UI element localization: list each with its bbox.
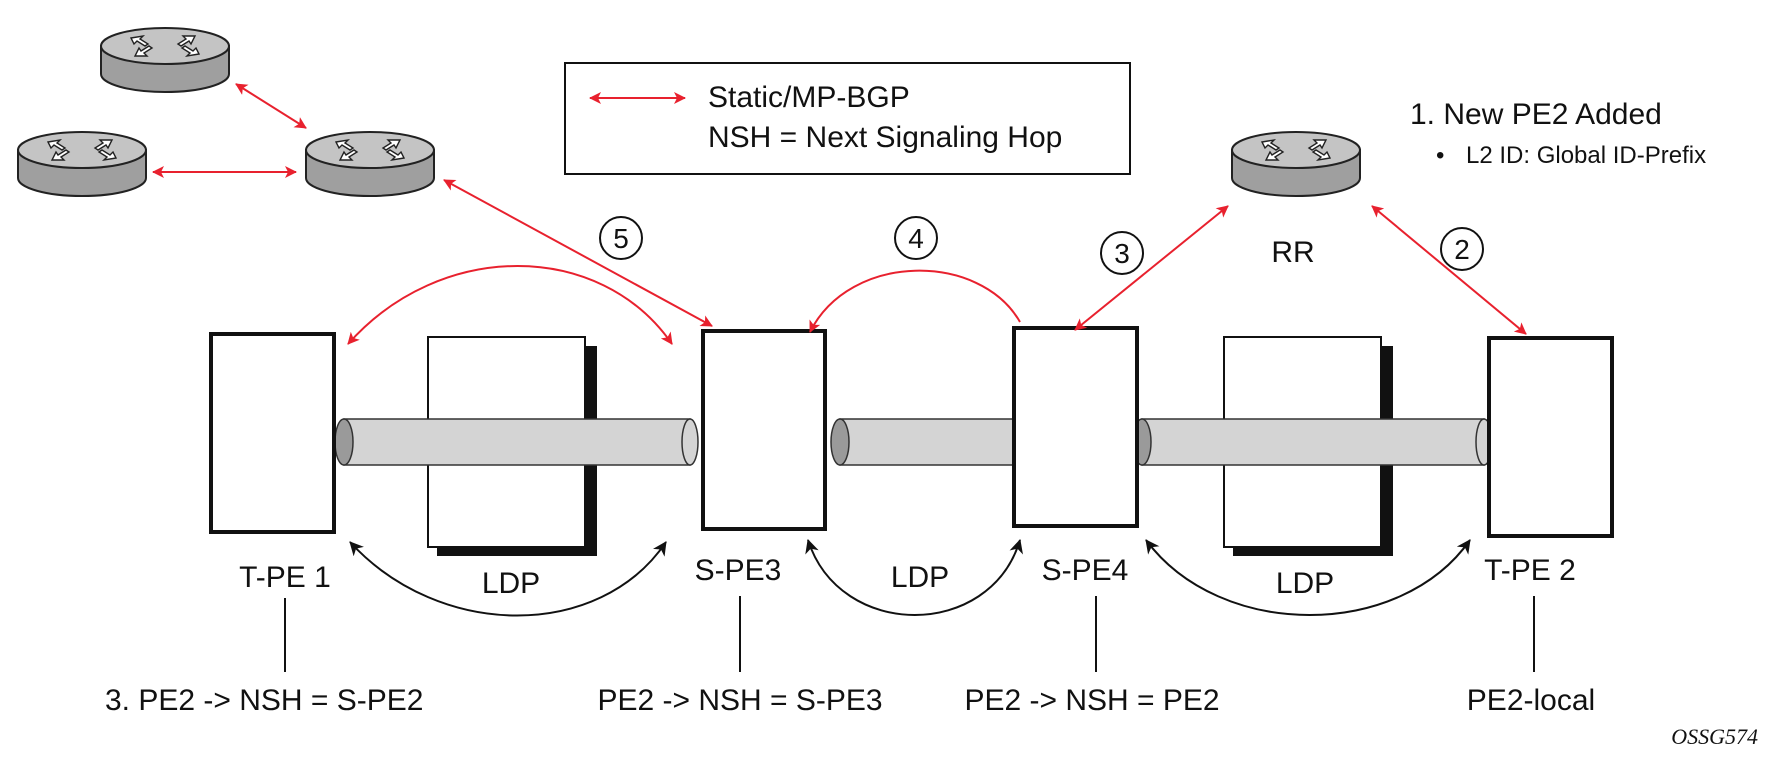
spe4-nsh-entry: PE2 -> NSH = PE2	[964, 684, 1219, 717]
step-number-3: 3	[1114, 238, 1130, 269]
signaling-arrows	[152, 83, 1527, 345]
spe3-label: S-PE3	[695, 554, 782, 587]
leader-lines	[284, 596, 1535, 672]
tunnel-spe3-spe4	[830, 418, 1017, 466]
tpe2-nsh-entry: PE2-local	[1467, 684, 1595, 717]
step-circle-4	[894, 216, 938, 260]
ldp-label-middle: LDP	[891, 561, 949, 594]
signal-arrow-step2	[1371, 205, 1527, 335]
route-reflector-icon	[1231, 131, 1361, 197]
tpe1-label: T-PE 1	[239, 561, 331, 594]
tpe2-node	[1487, 336, 1614, 538]
rr-label: RR	[1271, 236, 1314, 269]
ldp-arc-left	[349, 541, 667, 617]
ldp-arcs	[349, 539, 1471, 617]
signal-arc-tpe1-spe3	[347, 265, 673, 345]
spe3-node	[701, 329, 827, 531]
legend: Static/MP-BGP NSH = Next Signaling Hop	[564, 62, 1131, 175]
step-circle-2	[1440, 227, 1484, 271]
note-item: L2 ID: Global ID-Prefix	[1466, 142, 1706, 169]
legend-nsh-definition: NSH = Next Signaling Hop	[708, 121, 1062, 154]
signal-arrow-step3	[1074, 205, 1229, 331]
note-title: 1. New PE2 Added	[1410, 98, 1662, 131]
step-circle-5	[599, 216, 643, 260]
tpe2-label: T-PE 2	[1484, 554, 1576, 587]
ldp-arc-right	[1145, 539, 1471, 616]
spe4-node	[1012, 326, 1139, 528]
signal-arrow-step5	[443, 179, 713, 327]
router-icon-center	[305, 131, 435, 197]
step-number-2: 2	[1454, 234, 1470, 265]
figure-code: OSSG574	[1671, 724, 1758, 749]
ldp-label-left: LDP	[482, 567, 540, 600]
router-icon-left	[17, 131, 147, 197]
tpe1-node	[209, 332, 336, 534]
step-marker-4: 4	[894, 216, 938, 260]
step-number-5: 5	[613, 223, 629, 254]
note-bullet: •	[1436, 142, 1444, 169]
step-marker-2: 2	[1440, 227, 1484, 271]
step-number-4: 4	[908, 223, 924, 254]
spe4-label: S-PE4	[1042, 554, 1129, 587]
legend-static-mpbgp: Static/MP-BGP	[708, 81, 910, 114]
step-marker-3: 3	[1100, 231, 1144, 275]
step-circle-3	[1100, 231, 1144, 275]
ldp-label-right: LDP	[1276, 567, 1334, 600]
tunnel-tpe1-spe3	[334, 418, 699, 466]
step-marker-5: 5	[599, 216, 643, 260]
legend-box	[564, 62, 1131, 175]
spe3-nsh-entry: PE2 -> NSH = S-PE3	[597, 684, 882, 717]
signal-arrow-routers-a	[235, 83, 307, 129]
router-icon-top	[100, 27, 230, 93]
tpe1-nsh-entry: 3. PE2 -> NSH = S-PE2	[105, 684, 423, 717]
tunnel-spe4-tpe2	[1132, 418, 1493, 466]
signal-arc-step4	[809, 269, 1021, 333]
ldp-arc-middle	[805, 539, 1023, 616]
